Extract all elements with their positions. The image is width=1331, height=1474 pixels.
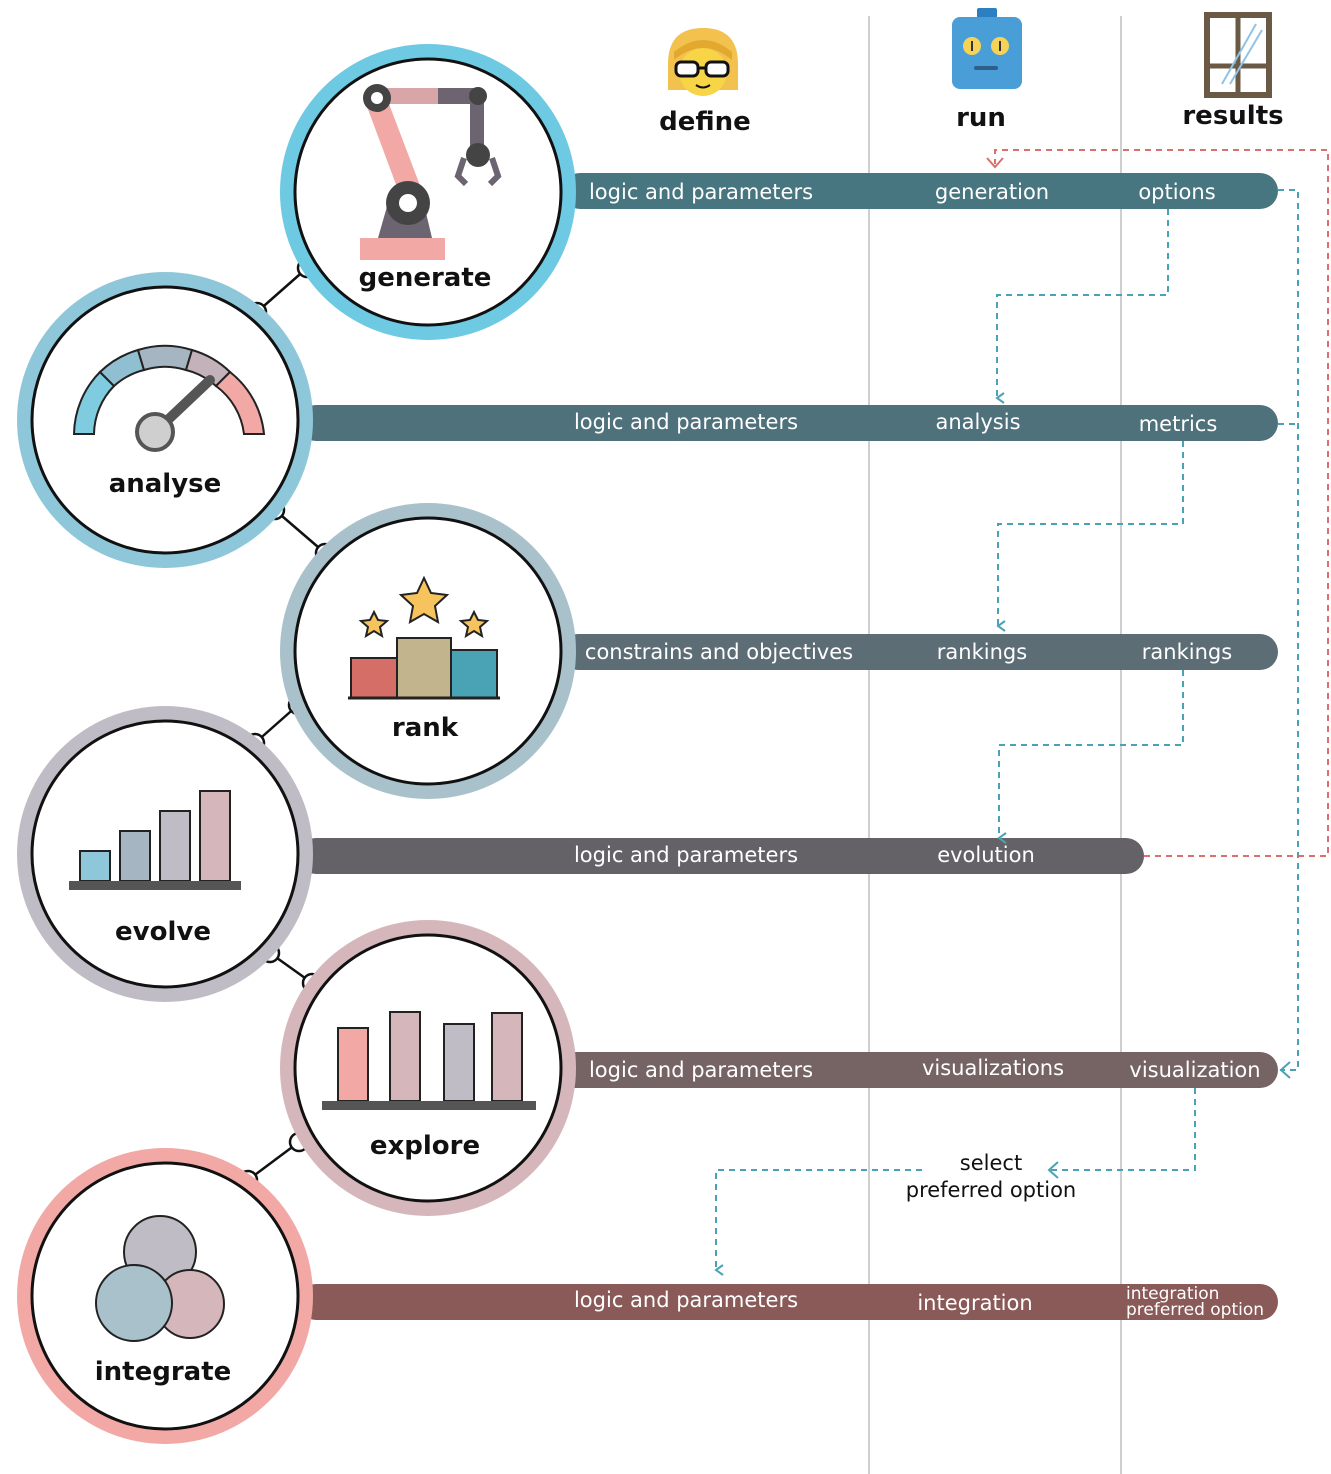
flow-arrow-select-to-integration [714, 1169, 922, 1276]
flow-arrow-options-to-analysis [995, 209, 1169, 404]
rank-define-label: constrains and objectives [585, 640, 853, 664]
bar-chart-icon [322, 1011, 536, 1110]
generate-run-label: generation [935, 180, 1049, 204]
step-evolve-label: evolve [115, 917, 211, 947]
bar-integrate [298, 1284, 1278, 1320]
explore-define-label: logic and parameters [589, 1058, 813, 1082]
integrate-run-label: integration [917, 1291, 1032, 1315]
column-header-results: results [1182, 101, 1283, 131]
bar-explore [542, 1052, 1278, 1088]
feedback-arrow-evolution-to-generation [986, 149, 1329, 857]
gauge-icon [72, 344, 266, 452]
column-header-run: run [956, 103, 1006, 133]
step-generate-label: generate [359, 263, 492, 293]
explore-run-label: visualizations [922, 1056, 1064, 1080]
flow-arrow-metrics-to-rankings [996, 441, 1184, 632]
robot-icon [952, 8, 1022, 89]
step-explore [280, 920, 576, 1216]
generate-results-label: options [1138, 180, 1215, 204]
window-icon [1204, 12, 1272, 98]
integrate-results-label-line2: preferred option [1126, 1300, 1264, 1320]
select-label-line1: select [960, 1151, 1022, 1175]
robot-arm-icon [360, 84, 502, 260]
bar-analyse [298, 405, 1278, 441]
analyse-results-label: metrics [1139, 412, 1218, 436]
analyse-define-label: logic and parameters [574, 410, 798, 434]
select-label-line2: preferred option [906, 1178, 1077, 1202]
integrate-define-label: logic and parameters [574, 1288, 798, 1312]
column-header-define: define [659, 107, 751, 137]
venn-circles-icon [95, 1215, 225, 1342]
bar-evolve [298, 838, 1144, 874]
rank-run-label: rankings [937, 640, 1027, 664]
evolve-define-label: logic and parameters [574, 843, 798, 867]
bar-rank [560, 634, 1278, 670]
integrate-results-label-line1: integration [1126, 1284, 1219, 1304]
analyse-run-label: analysis [935, 410, 1020, 434]
podium-stars-icon [348, 575, 500, 700]
explore-results-label: visualization [1129, 1058, 1260, 1082]
step-rank-label: rank [392, 713, 459, 743]
flow-arrow-visualization-to-select [1047, 1088, 1196, 1179]
flow-arrow-rankings-to-evolution [997, 670, 1184, 844]
generate-define-label: logic and parameters [589, 180, 813, 204]
bar-generate [562, 173, 1278, 209]
step-analyse-label: analyse [109, 469, 222, 499]
person-with-glasses-icon [668, 28, 738, 96]
flow-arrow-results-to-visualization [1278, 189, 1299, 1079]
ascending-bars-icon [69, 790, 241, 890]
rank-results-label: rankings [1142, 640, 1232, 664]
step-explore-label: explore [370, 1131, 480, 1161]
evolve-run-label: evolution [937, 843, 1035, 867]
step-integrate-label: integrate [95, 1357, 232, 1387]
